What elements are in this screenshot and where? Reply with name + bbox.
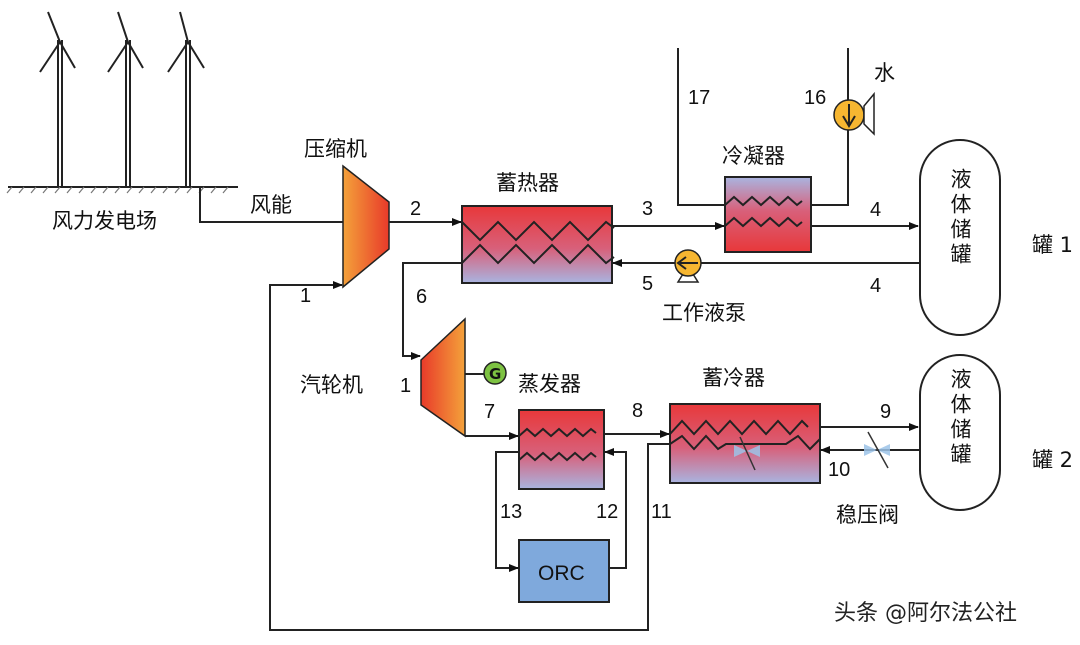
tank-2-label-wrap: 液体储罐 [948, 368, 972, 468]
stream-12-label: 12 [596, 501, 618, 523]
stream-1-compressor-label: 1 [300, 285, 311, 307]
cold-coil-upper [669, 419, 809, 436]
wind-energy-line [199, 187, 343, 223]
pressure-valve-label: 稳压阀 [836, 503, 899, 527]
stream-5-label: 5 [642, 273, 653, 295]
wind-farm: 风力发电场 [6, 11, 238, 233]
stream-1-turbine-label: 1 [400, 375, 411, 397]
stream-9-label: 9 [880, 401, 891, 423]
tank-2-label: 液体储罐 [948, 368, 972, 468]
ground-hatch [6, 186, 229, 194]
generator-icon [483, 361, 507, 385]
tank-1-label-wrap: 液体储罐 [940, 168, 980, 268]
cold-storage-label: 蓄冷器 [702, 366, 765, 390]
working-pump-label: 工作液泵 [662, 301, 746, 325]
wind-turbine-icon [39, 11, 76, 187]
condenser-label: 冷凝器 [722, 144, 785, 168]
heat-coil-lower [461, 243, 615, 265]
evaporator-coil-upper [518, 427, 597, 438]
stream-11-label: 11 [651, 501, 672, 523]
stream-3-label: 3 [642, 198, 653, 220]
wind-energy-label: 风能 [250, 193, 292, 217]
stream-10-label: 10 [828, 459, 850, 481]
condenser-coil-upper [724, 195, 803, 207]
stream-17-line [677, 48, 725, 206]
heat-coil-upper [461, 220, 615, 242]
stream-6-label: 6 [416, 286, 427, 308]
working-fluid-pump-icon [674, 249, 702, 283]
wind-turbine-icon [107, 11, 144, 187]
liquid-tank-2 [919, 354, 1001, 511]
wind-turbine-icon [167, 11, 205, 187]
water-pump-icon [833, 91, 875, 136]
stream-7-label: 7 [484, 401, 495, 423]
tank-1-label: 液体储罐 [940, 168, 980, 268]
evaporator-box [518, 409, 605, 490]
heat-storage-box [461, 205, 613, 284]
turbine-label: 汽轮机 [300, 373, 363, 397]
internal-valve-icon [734, 436, 760, 471]
wind-farm-label: 风力发电场 [52, 209, 157, 233]
orc-box [518, 539, 610, 603]
stream-13-line [495, 451, 519, 572]
stream-2-label: 2 [410, 198, 421, 220]
stream-11-return-line [269, 281, 670, 631]
stream-4-bottom-label: 4 [870, 275, 881, 297]
orc-label: ORC [538, 562, 585, 585]
pressure-valve-icon [864, 431, 890, 469]
evaporator-coil-lower [518, 451, 597, 462]
stream-4-top-label: 4 [870, 199, 881, 221]
heat-storage-label: 蓄热器 [496, 171, 559, 195]
stream-13-label: 13 [500, 501, 522, 523]
stream-16-label: 16 [804, 87, 826, 109]
generator-label: G [489, 365, 501, 383]
tank-2-name: 罐 2 [1032, 448, 1073, 472]
stream-6-line [402, 262, 462, 360]
turbine [420, 317, 466, 438]
watermark: 头条 @阿尔法公社 [834, 601, 1017, 626]
cold-coil-lower [669, 434, 821, 451]
compressor-label: 压缩机 [304, 137, 367, 161]
tank-1-name: 罐 1 [1032, 233, 1073, 257]
condenser-coil-lower [724, 216, 803, 228]
stream-17-label: 17 [688, 87, 710, 109]
stream-8-label: 8 [632, 400, 643, 422]
compressor [342, 164, 390, 289]
stream-12-line [604, 448, 627, 569]
evaporator-label: 蒸发器 [518, 372, 581, 396]
water-label: 水 [874, 61, 895, 85]
condenser-box [724, 176, 812, 253]
